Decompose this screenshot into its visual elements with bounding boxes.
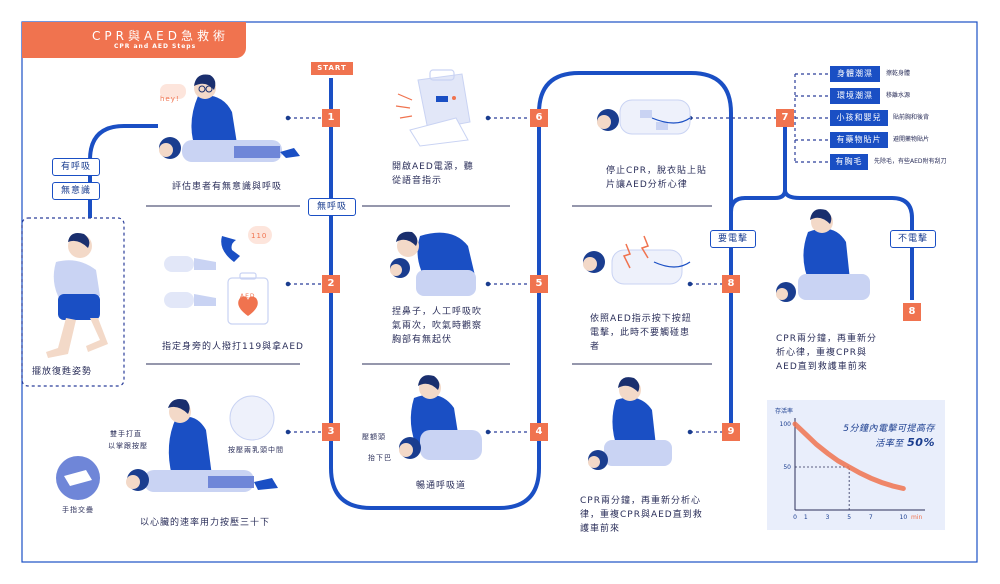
page-title: CPR與AED急救術 <box>92 29 229 43</box>
phone-number-text: 110 <box>251 232 268 240</box>
step-node-6: 6 <box>530 109 548 127</box>
step-6-text: 開啟AED電源，聽從語音指示 <box>392 162 474 186</box>
step-node-4: 4 <box>530 423 548 441</box>
checklist-tag-5: 有胸毛 <box>830 154 868 170</box>
speech-bubble-text: hey! <box>160 95 180 103</box>
chart-x-tick-0: 0 <box>793 514 797 521</box>
chart-y-tick-0: 100 <box>780 421 792 428</box>
step-8-text: 依照AED指示按下按鈕電擊，此時不要觸碰患者 <box>590 314 692 352</box>
chart-x-tick-4: 7 <box>869 514 873 521</box>
step-node-7: 7 <box>776 109 794 127</box>
step-3-note-1: 雙手打直 <box>110 430 142 438</box>
step-9-text: CPR兩分鐘，再重新分析心律，重複CPR與AED直到救護車前來 <box>580 496 703 534</box>
cpr-compression-icon <box>588 377 672 470</box>
no-shock-pill: 不電擊 <box>890 230 936 248</box>
leader-lines <box>21 73 830 433</box>
chart-x-tick-3: 5 <box>847 514 851 521</box>
checklist-note-5: 先除毛，有些AED附有刮刀 <box>874 158 947 165</box>
step-1-text: 評估患者有無意識與呼吸 <box>172 182 283 192</box>
phone-and-aed-icon <box>164 226 272 325</box>
step-3-text: 以心臟的速率用力按壓三十下 <box>140 518 271 528</box>
shock-branch-path <box>729 119 787 213</box>
step-node-2: 2 <box>322 275 340 293</box>
checklist-note-1: 擦乾身體 <box>886 70 911 77</box>
breathing-pill: 有呼吸 <box>52 158 100 176</box>
step-node-9: 9 <box>722 423 740 441</box>
unconscious-pill: 無意識 <box>52 182 100 200</box>
recovery-position-icon <box>46 233 108 358</box>
step-4-note-2: 抬下巴 <box>368 454 392 462</box>
recovery-position-text: 擺放復甦姿勢 <box>32 367 93 377</box>
no-breathing-pill: 無呼吸 <box>308 198 356 216</box>
chart-y-tick-1: 50 <box>783 464 791 471</box>
chart-annotation-text: 5分鐘內電擊可提高存活率至 <box>843 424 935 449</box>
cpr-continue-icon <box>776 209 870 302</box>
checklist-note-2: 移離水源 <box>886 92 911 99</box>
chart-y-label: 存活率 <box>775 408 794 415</box>
checklist-note-3: 貼前胸和後背 <box>893 114 930 121</box>
start-label: START <box>311 62 353 75</box>
aed-device-icon <box>395 69 471 147</box>
checklist-tag-2: 環境潮濕 <box>830 88 880 104</box>
chart-annotation: 5分鐘內電擊可提高存活率至 50% <box>841 422 935 451</box>
chart-x-tick-5: 10 <box>900 514 908 521</box>
header-banner: CPR與AED急救術 CPR and AED Steps <box>22 22 246 58</box>
rescuer-checking-icon <box>159 74 300 162</box>
step-7-text: 停止CPR，脫衣貼上貼片讓AED分析心律 <box>606 166 707 190</box>
aed-label-text: AED <box>240 293 256 300</box>
step-2-text: 指定身旁的人撥打119與拿AED <box>162 342 304 352</box>
chart-x-tick-2: 3 <box>826 514 830 521</box>
airway-opening-icon <box>399 375 482 460</box>
step-3-note-3: 按壓兩乳頭中間 <box>228 446 284 454</box>
step-node-8: 8 <box>722 275 740 293</box>
step-3-note-2: 以掌跟按壓 <box>108 442 148 450</box>
checklist-tag-3: 小孩和嬰兒 <box>830 110 888 126</box>
step-node-3: 3 <box>322 423 340 441</box>
chart-x-tick-1: 1 <box>804 514 808 521</box>
step-4-text: 暢通呼吸道 <box>416 481 467 491</box>
no-shock-branch-path <box>783 180 914 300</box>
shock-needed-pill: 要電擊 <box>710 230 756 248</box>
no-shock-text: CPR兩分鐘，再重新分析心律，重複CPR與AED直到救護車前來 <box>776 334 877 372</box>
no-shock-node-8: 8 <box>903 303 921 321</box>
rescue-breathing-icon <box>390 231 476 296</box>
step-node-5: 5 <box>530 275 548 293</box>
aed-shock-icon <box>583 235 691 285</box>
step-5-text: 捏鼻子，人工呼吸吹氣兩次，吹氣時觀察胸部有無起伏 <box>392 307 483 345</box>
checklist-note-4: 避開藥物貼片 <box>893 136 930 143</box>
section-dividers <box>146 205 712 365</box>
page-subtitle: CPR and AED Steps <box>114 43 197 50</box>
chart-series-line <box>792 421 906 491</box>
chart-x-label: min <box>911 514 923 521</box>
breathing-branch-path <box>88 124 158 218</box>
step-3-note-4: 手指交疊 <box>62 506 94 514</box>
checklist-tag-4: 有藥物貼片 <box>830 132 888 148</box>
chest-compression-icon <box>56 395 278 500</box>
chart-annotation-value: 50% <box>907 436 935 449</box>
checklist-tag-1: 身體潮濕 <box>830 66 880 82</box>
step-4-note-1: 壓額頭 <box>362 433 386 441</box>
aed-pads-icon <box>597 99 691 135</box>
step-node-1: 1 <box>322 109 340 127</box>
